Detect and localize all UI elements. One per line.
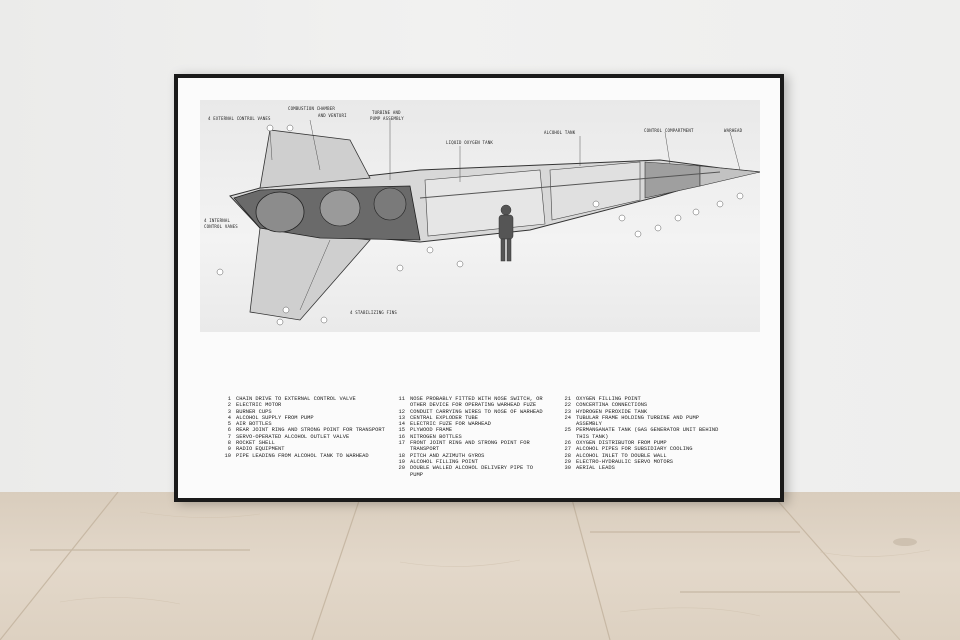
legend-item: 4Alcohol supply from pump: [227, 414, 314, 421]
legend-column-3: 21Oxygen filling point 22Concertina conn…: [562, 396, 719, 472]
label-liquid-oxygen-tank: Liquid Oxygen Tank: [446, 140, 493, 145]
legend-item-continuation: assembly: [576, 421, 602, 428]
label-internal-control-vanes: 4 Internal: [204, 218, 231, 223]
picture-frame: 4 External Control Vanes Combustion Cham…: [174, 74, 784, 502]
legend-column-2: 11Nose probably fitted with nose switch,…: [396, 396, 543, 478]
legend-item: 14Electric fuze for warhead: [398, 421, 491, 428]
legend-item: 2Electric motor: [227, 402, 282, 409]
legend-item: 8Rocket shell: [227, 440, 275, 447]
legend-column-1: 1Chain drive to external control valve 2…: [222, 396, 385, 459]
legend-item-continuation: other device for operating warhead fuze: [410, 402, 537, 409]
legend-item: 7Servo-operated alcohol outlet valve: [227, 433, 350, 440]
legend-item: 18Pitch and azimuth gyros: [398, 452, 485, 459]
legend-item-continuation: this tank): [576, 433, 609, 440]
legend-item: 26Oxygen distributor from pump: [564, 440, 667, 447]
label-alcohol-tank: Alcohol Tank: [544, 130, 576, 135]
label-turbine: Turbine and: [372, 110, 401, 115]
label-control-compartment: Control Compartment: [644, 128, 694, 133]
legend-item: 5Air bottles: [227, 421, 272, 428]
label-stabilizing-fins: 4 Stabilizing Fins: [350, 310, 397, 315]
label-pump-assembly: Pump Assembly: [370, 116, 404, 121]
label-warhead: Warhead: [724, 128, 743, 133]
legend-item: 6Rear joint ring and strong point for tr…: [227, 427, 385, 434]
legend-item: 12Conduit carrying wires to nose of warh…: [398, 408, 543, 415]
poster-mat: 4 External Control Vanes Combustion Cham…: [178, 78, 780, 498]
legend-item: 9Radio equipment: [227, 446, 285, 453]
legend-item: 22Concertina connections: [564, 402, 648, 409]
legend-item: 1Chain drive to external control valve: [227, 396, 356, 402]
wood-floor: [0, 492, 960, 640]
rocket-cutaway-diagram: 4 External Control Vanes Combustion Cham…: [200, 100, 760, 332]
legend-item: 28Alcohol inlet to double wall: [564, 452, 667, 459]
legend-item: 25Permanganate tank (gas generator unit …: [564, 427, 719, 434]
legend-item: 19Alcohol filling point: [398, 458, 478, 465]
legend-item-continuation: transport: [410, 446, 440, 453]
legend-item: 30Aerial leads: [564, 465, 615, 472]
label-control-vanes: Control Vanes: [204, 224, 238, 229]
label-combustion-chamber: Combustion Chamber: [288, 106, 335, 111]
legend-item: 29Electro-hydraulic servo motors: [564, 458, 674, 465]
label-and-venturi: and Venturi: [318, 113, 347, 118]
legend-item: 23Hydrogen peroxide tank: [564, 408, 648, 415]
legend-item: 20Double walled alcohol delivery pipe to: [398, 465, 533, 472]
legend-item: 16Nitrogen bottles: [398, 433, 462, 440]
legend-item: 15Plywood frame: [398, 427, 453, 434]
legend-item: 17Front joint ring and strong point for: [398, 440, 530, 447]
legend-item: 10Pipe leading from alcohol tank to warh…: [224, 452, 369, 459]
legend-item: 13Central exploder tube: [398, 414, 478, 421]
legend-item: 11Nose probably fitted with nose switch,…: [398, 396, 543, 402]
legend-item: 21Oxygen filling point: [564, 396, 641, 402]
legend-item: 27Alcohol pipes for subsidiary cooling: [564, 446, 693, 453]
legend-item: 24Tubular frame holding turbine and pump: [564, 414, 699, 421]
legend-item: 3Burner cups: [227, 408, 272, 415]
label-external-control-vanes: 4 External Control Vanes: [208, 116, 271, 121]
legend-item-continuation: pump: [410, 471, 423, 478]
